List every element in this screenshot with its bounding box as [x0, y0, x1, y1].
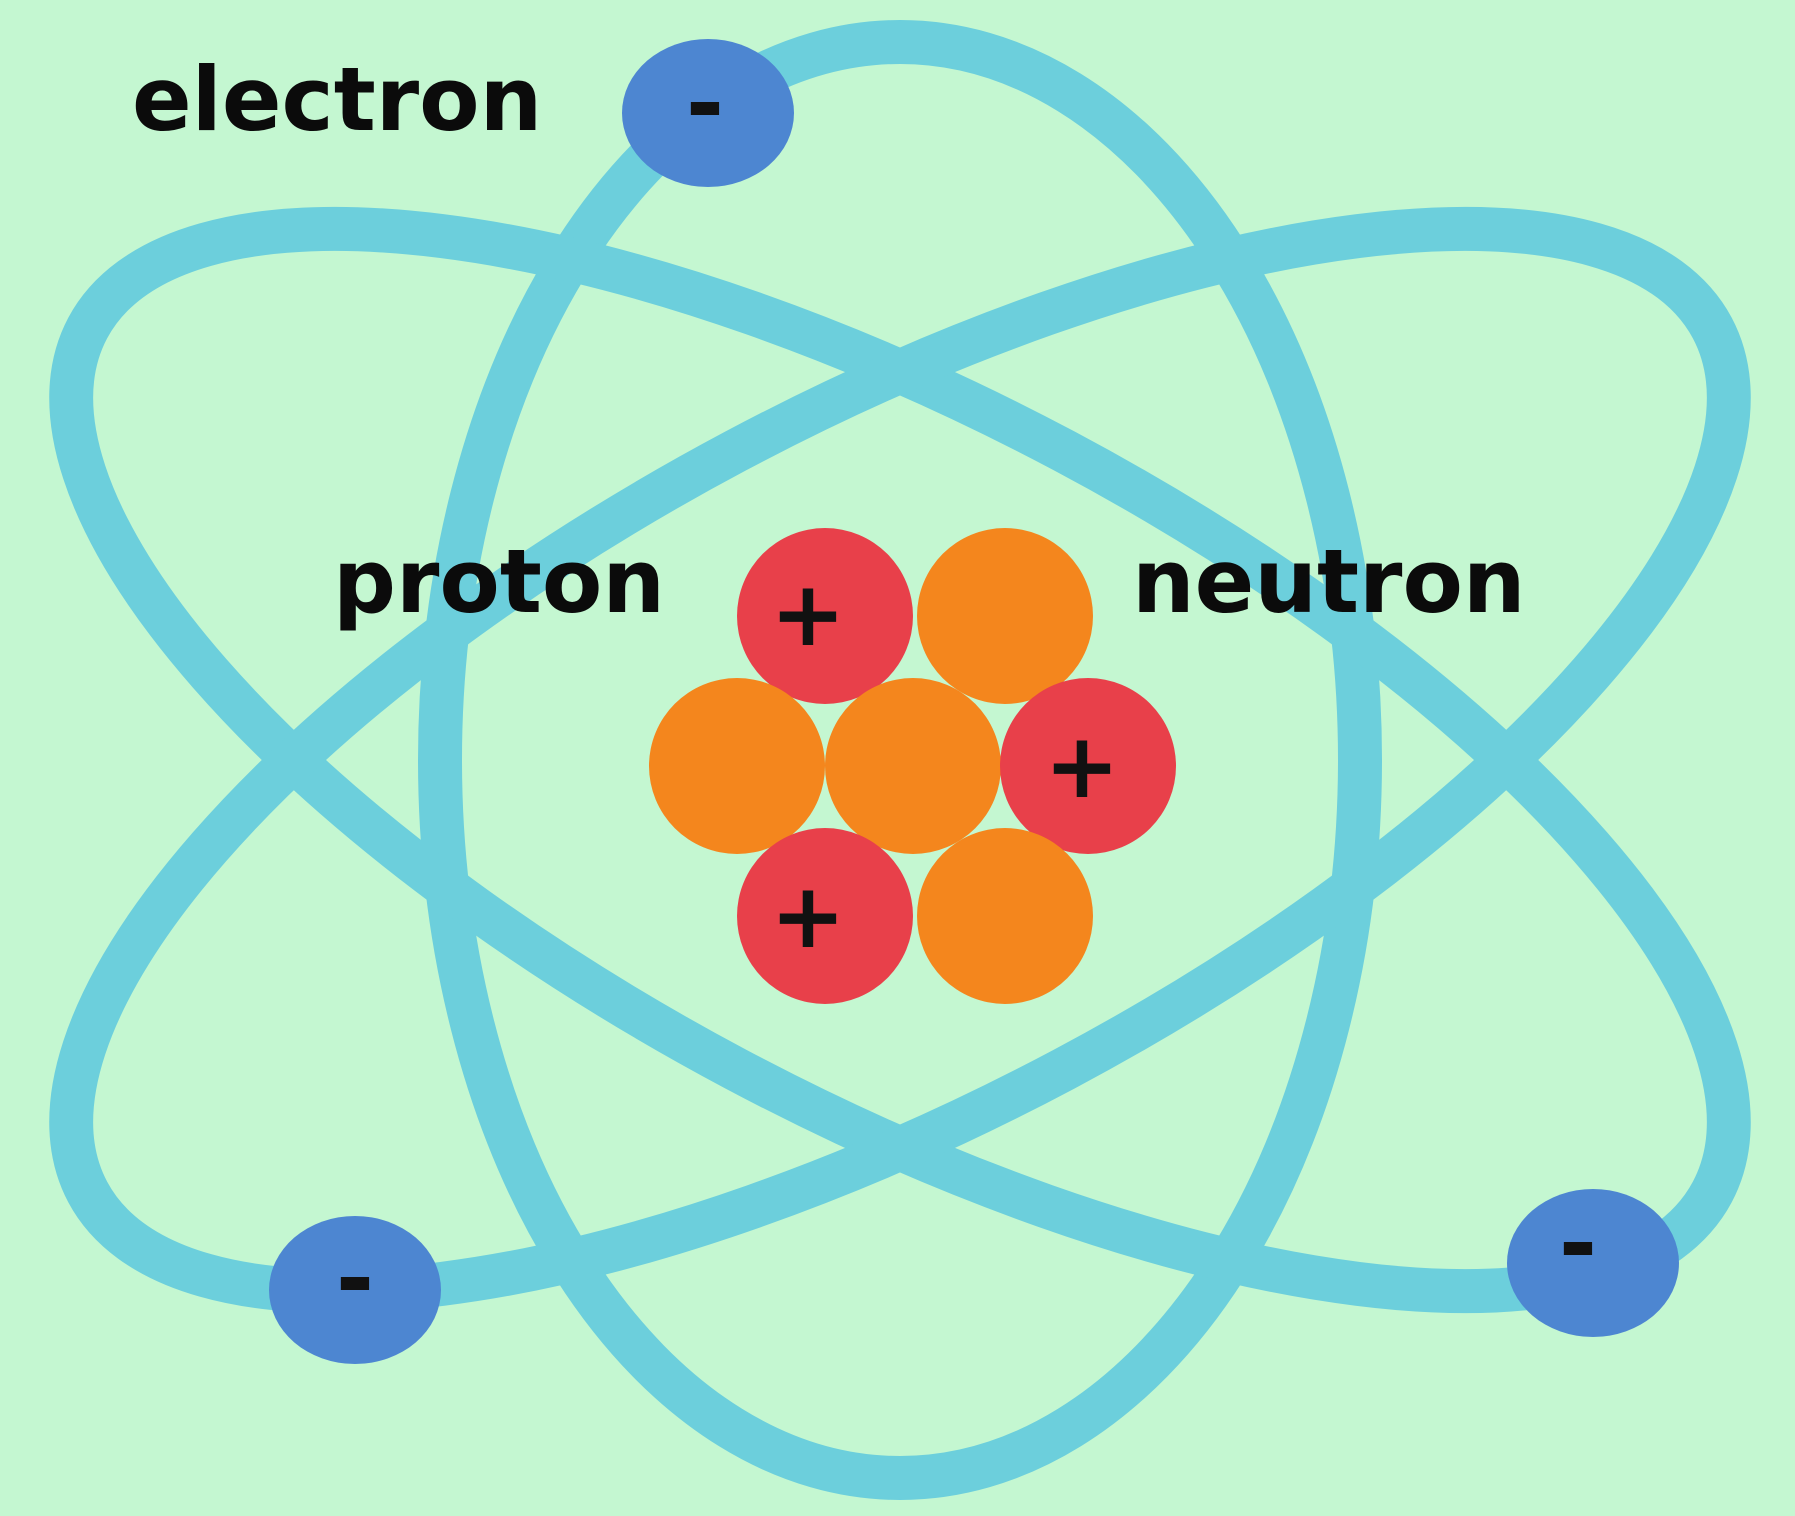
electron-particle — [269, 1216, 441, 1364]
neutron-particle — [917, 828, 1093, 1004]
nucleus: + + + — [649, 528, 1176, 1004]
electron-particle — [1507, 1189, 1679, 1337]
orbit-vertical — [418, 20, 1382, 1500]
proton-sign: + — [770, 562, 845, 667]
neutron-particle — [917, 528, 1093, 704]
neutron-particle — [825, 678, 1001, 854]
proton-particle — [1000, 678, 1176, 854]
electron-sign: - — [686, 50, 724, 157]
proton-particle — [737, 828, 913, 1004]
electron-particle — [622, 39, 794, 187]
electron-sign: - — [1559, 1190, 1597, 1297]
proton-label: proton — [333, 530, 665, 633]
orbit-tilted-up — [49, 206, 1751, 1314]
electrons: - - - — [269, 39, 1679, 1364]
proton-sign: + — [770, 864, 845, 969]
proton-sign: + — [1044, 714, 1119, 819]
proton-particle — [737, 528, 913, 704]
orbit-tilted-down — [49, 206, 1751, 1314]
orbits — [49, 20, 1751, 1500]
electron-label: electron — [132, 48, 542, 151]
electron-sign: - — [336, 1225, 374, 1332]
neutron-particle — [649, 678, 825, 854]
neutron-label: neutron — [1132, 530, 1526, 633]
